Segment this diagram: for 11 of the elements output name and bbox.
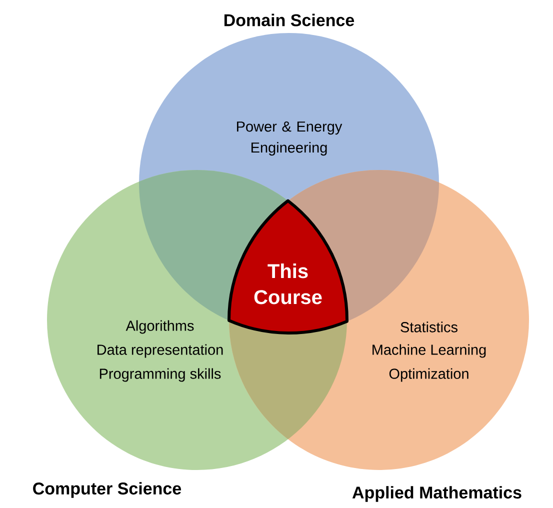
circle-heading: Applied Mathematics	[352, 486, 522, 502]
center-label: This Course	[254, 264, 322, 304]
circle-label: Machine Learning	[372, 344, 486, 358]
circle-label: Optimization	[389, 368, 468, 382]
circle-label: Algorithms	[126, 320, 194, 334]
circle-heading: Domain Science	[224, 14, 354, 26]
circle-label: Power & Energy Engineering	[237, 122, 342, 156]
circle-heading: Computer Science	[33, 482, 182, 498]
circle-label: Statistics	[400, 322, 458, 332]
circle-label: Programming skills	[100, 368, 221, 382]
circle-label: Data representation	[98, 344, 223, 358]
